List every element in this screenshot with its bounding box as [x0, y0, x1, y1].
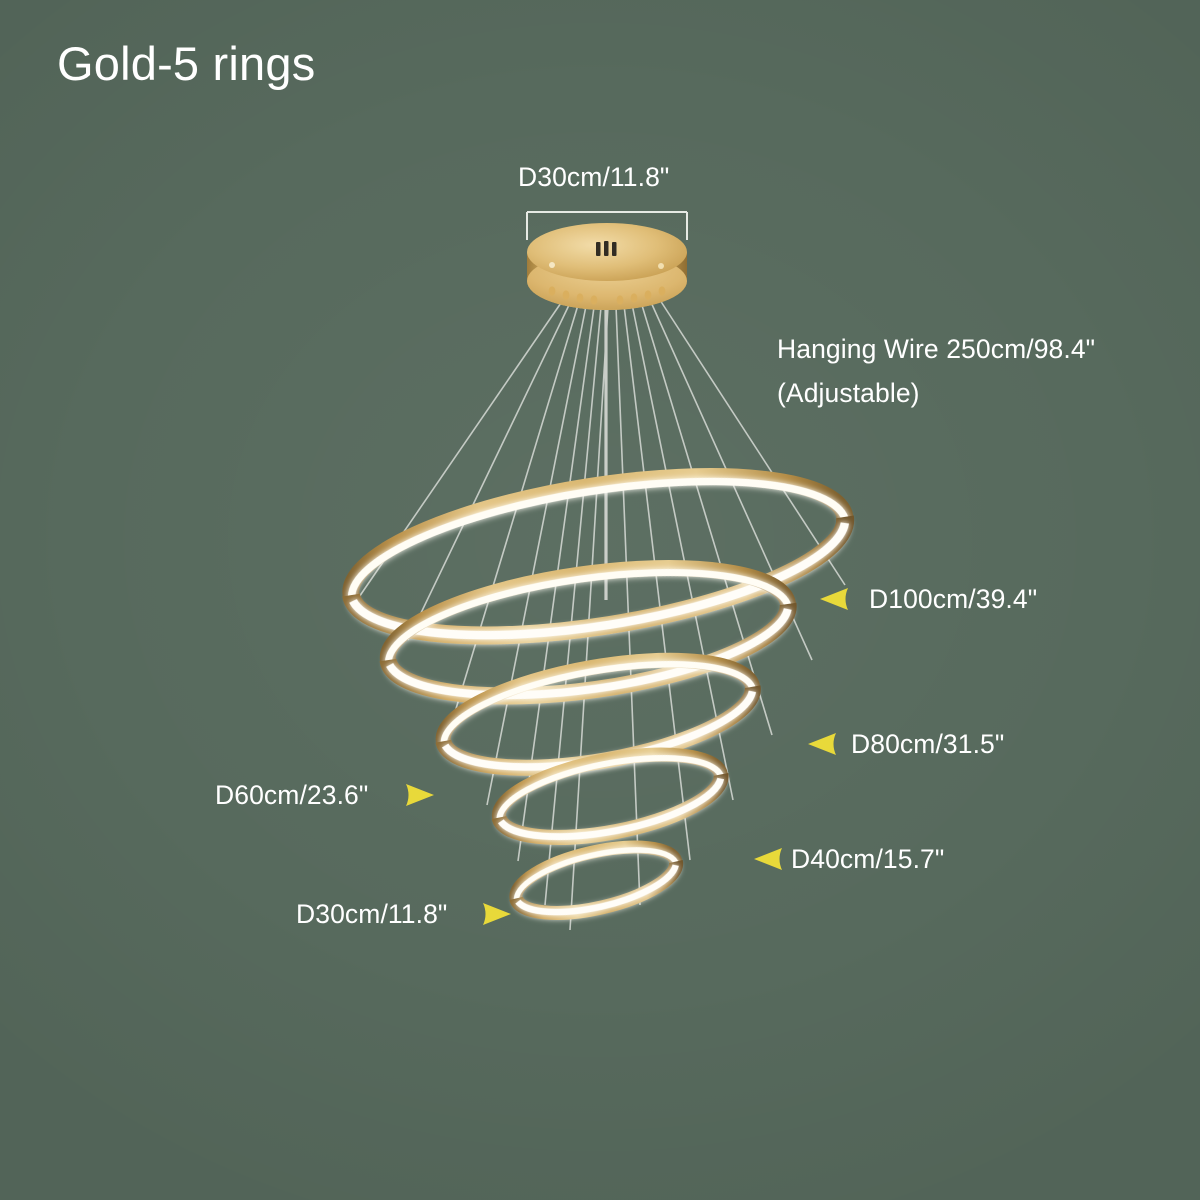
ring-d30-dimension-label: D30cm/11.8" — [296, 899, 448, 929]
pointer-arrow-right-icon — [483, 903, 511, 925]
ring-d40-dimension-label: D40cm/15.7" — [791, 844, 945, 874]
pointer-arrow-left-icon — [754, 848, 782, 870]
pointer-arrow-left-icon — [820, 588, 848, 610]
ring-d30 — [509, 840, 684, 920]
ring-d40 — [491, 747, 729, 845]
ring-d100 — [342, 468, 855, 645]
hanging-wire-label-line2: (Adjustable) — [777, 378, 920, 408]
canopy-wire-outlets — [548, 286, 666, 305]
page-title: Gold-5 rings — [57, 37, 316, 90]
canopy-dimension-bracket — [526, 211, 688, 240]
ring-d80-dimension-label: D80cm/31.5" — [851, 729, 1005, 759]
ring-d60-dimension-label: D60cm/23.6" — [215, 780, 369, 810]
canopy-vent-slots — [596, 241, 617, 256]
center-power-stem — [603, 290, 609, 600]
pointer-arrow-right-icon — [406, 784, 434, 806]
hanging-wire-label-line1: Hanging Wire 250cm/98.4" — [777, 334, 1096, 364]
ceiling-canopy — [527, 223, 687, 310]
canopy-dimension-label: D30cm/11.8" — [518, 162, 670, 192]
ring-d100-dimension-label: D100cm/39.4" — [869, 584, 1038, 614]
pointer-arrow-left-icon — [808, 733, 836, 755]
ring-d80 — [379, 560, 797, 705]
